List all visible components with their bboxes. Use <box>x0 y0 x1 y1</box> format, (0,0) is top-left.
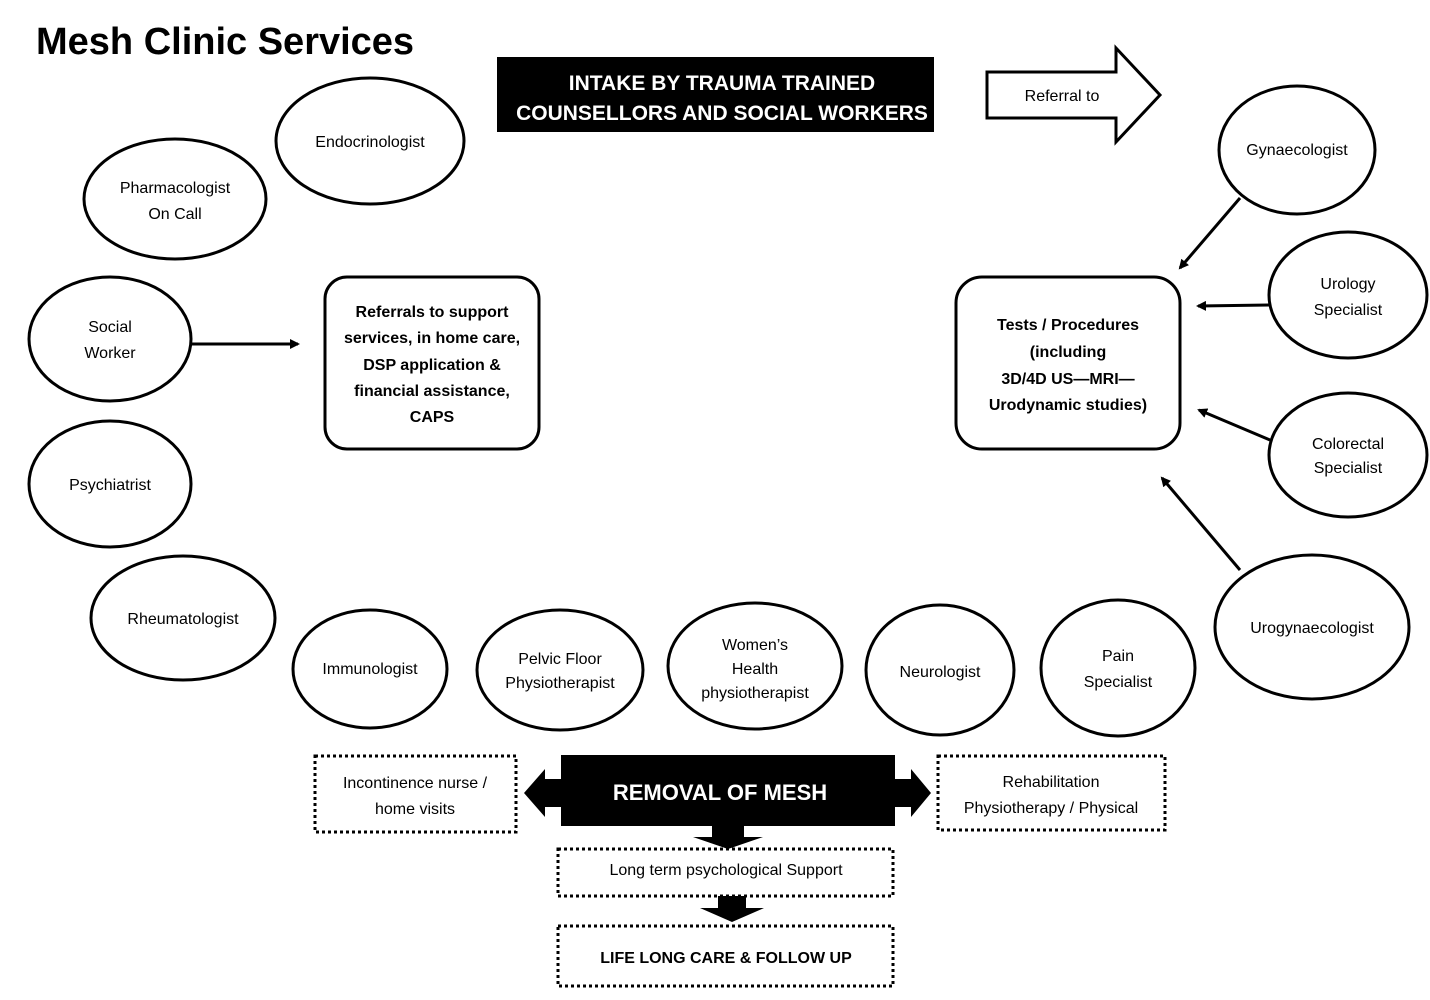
support-services-box: Referrals to support services, in home c… <box>323 275 541 451</box>
gynaecologist-arrow <box>1178 197 1242 270</box>
specialist-colorectal: Colorectal Specialist <box>1267 391 1429 519</box>
urology-label-2: Specialist <box>1314 302 1383 319</box>
tests-line-1: Tests / Procedures <box>997 317 1139 334</box>
rheumatologist-label: Rheumatologist <box>127 611 239 628</box>
referral-arrow: Referral to <box>985 44 1163 146</box>
incontinence-line-1: Incontinence nurse / <box>343 775 488 792</box>
specialist-psychiatrist: Psychiatrist <box>27 419 193 549</box>
immunologist-label: Immunologist <box>322 661 418 678</box>
support-line-1: Referrals to support <box>356 304 510 321</box>
incontinence-nurse-box: Incontinence nurse / home visits <box>313 754 518 834</box>
pelvic-floor-label-2: Physiotherapist <box>505 675 615 692</box>
social-worker-label-2: Worker <box>84 345 136 362</box>
down-arrow-icon <box>693 826 763 849</box>
support-line-2: services, in home care, <box>344 330 520 347</box>
pain-label-2: Specialist <box>1084 674 1153 691</box>
specialist-pain: Pain Specialist <box>1039 598 1197 738</box>
pharmacologist-label-1: Pharmacologist <box>120 180 231 197</box>
removal-of-mesh-block: REMOVAL OF MESH <box>524 755 931 849</box>
specialist-urogynaecologist: Urogynaecologist <box>1213 553 1411 701</box>
colorectal-label-1: Colorectal <box>1312 436 1384 453</box>
psychological-support-box: Long term psychological Support <box>556 847 895 898</box>
specialist-endocrinologist: Endocrinologist <box>274 76 466 206</box>
gynaecologist-label: Gynaecologist <box>1246 142 1348 159</box>
support-line-4: financial assistance, <box>354 383 510 400</box>
rehab-line-2: Physiotherapy / Physical <box>964 800 1138 817</box>
intake-line-2: COUNSELLORS AND SOCIAL WORKERS <box>516 102 928 125</box>
pharmacologist-label-2: On Call <box>148 206 201 223</box>
lifelong-care-box: LIFE LONG CARE & FOLLOW UP <box>556 924 895 988</box>
specialist-pharmacologist: Pharmacologist On Call <box>82 137 268 261</box>
neurologist-label: Neurologist <box>900 664 981 681</box>
support-line-5: CAPS <box>410 409 455 426</box>
removal-of-mesh-label: REMOVAL OF MESH <box>613 780 827 805</box>
specialist-neurologist: Neurologist <box>864 603 1016 737</box>
urogynaecologist-arrow <box>1160 476 1242 571</box>
specialist-urology: Urology Specialist <box>1267 230 1429 360</box>
psych-support-label: Long term psychological Support <box>609 862 843 879</box>
pain-label-1: Pain <box>1102 648 1134 665</box>
tests-line-2: (including <box>1030 344 1106 361</box>
tests-procedures-box: Tests / Procedures (including 3D/4D US—M… <box>954 275 1182 451</box>
specialist-rheumatologist: Rheumatologist <box>89 554 277 682</box>
rehabilitation-box: Rehabilitation Physiotherapy / Physical <box>936 754 1167 832</box>
colorectal-label-2: Specialist <box>1314 460 1383 477</box>
intake-banner: INTAKE BY TRAUMA TRAINED COUNSELLORS AND… <box>497 57 934 132</box>
page-title: Mesh Clinic Services <box>36 21 414 63</box>
tests-line-3: 3D/4D US—MRI— <box>1001 371 1134 388</box>
incontinence-line-2: home visits <box>375 801 455 818</box>
urology-arrow <box>1196 300 1270 311</box>
specialist-social-worker: Social Worker <box>27 275 193 403</box>
down-arrow-icon-2 <box>700 896 764 922</box>
urology-label-1: Urology <box>1320 276 1375 293</box>
colorectal-arrow <box>1197 408 1271 442</box>
lifelong-care-label: LIFE LONG CARE & FOLLOW UP <box>600 950 852 967</box>
intake-line-1: INTAKE BY TRAUMA TRAINED <box>569 72 875 95</box>
urogynaecologist-label: Urogynaecologist <box>1250 620 1374 637</box>
specialist-womens-health-physiotherapist: Women’s Health physiotherapist <box>666 601 844 731</box>
left-arrow-icon <box>524 769 561 817</box>
endocrinologist-label: Endocrinologist <box>315 134 425 151</box>
specialist-gynaecologist: Gynaecologist <box>1217 84 1377 216</box>
support-line-3: DSP application & <box>363 357 501 374</box>
right-arrow-icon <box>895 769 931 817</box>
tests-line-4: Urodynamic studies) <box>989 397 1147 414</box>
specialist-pelvic-floor-physiotherapist: Pelvic Floor Physiotherapist <box>475 608 645 732</box>
specialist-immunologist: Immunologist <box>291 608 449 730</box>
referral-arrow-label: Referral to <box>1025 88 1100 105</box>
pelvic-floor-label-1: Pelvic Floor <box>518 651 602 668</box>
social-worker-label-1: Social <box>88 319 132 336</box>
womens-health-label-3: physiotherapist <box>701 685 809 702</box>
psychiatrist-label: Psychiatrist <box>69 477 151 494</box>
womens-health-label-1: Women’s <box>722 637 788 654</box>
rehab-line-1: Rehabilitation <box>1003 774 1100 791</box>
womens-health-label-2: Health <box>732 661 778 678</box>
